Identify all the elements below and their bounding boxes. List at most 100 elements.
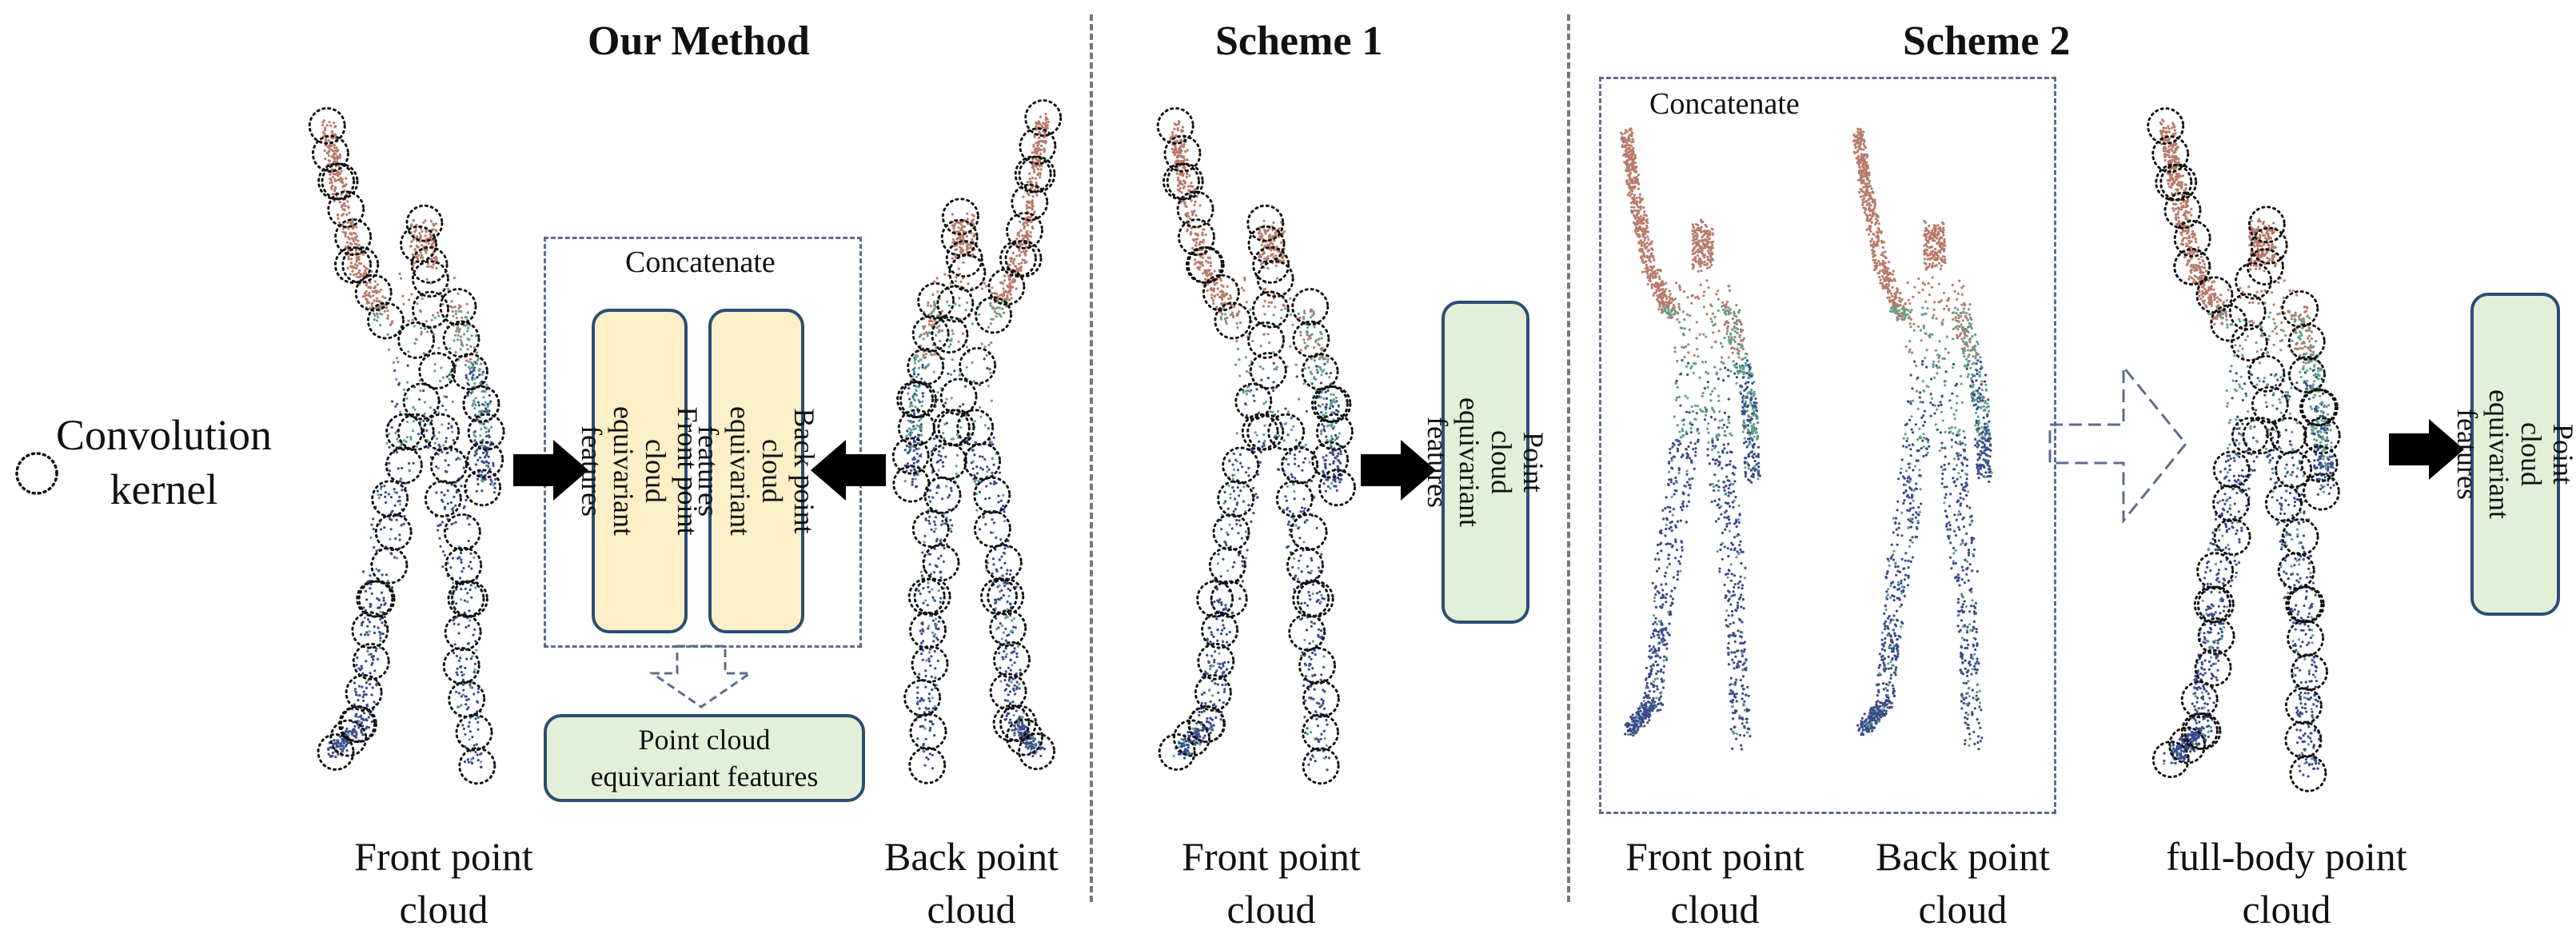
point bbox=[1303, 457, 1307, 461]
point bbox=[999, 566, 1003, 569]
point bbox=[986, 470, 989, 473]
point bbox=[469, 730, 472, 733]
point bbox=[338, 201, 341, 204]
point bbox=[481, 438, 484, 441]
point bbox=[1298, 397, 1301, 401]
point bbox=[983, 281, 986, 285]
point bbox=[1304, 699, 1307, 702]
point bbox=[385, 306, 389, 309]
point bbox=[1014, 265, 1018, 268]
point bbox=[1014, 693, 1017, 696]
point bbox=[1286, 545, 1290, 549]
point bbox=[1236, 501, 1239, 505]
point bbox=[368, 291, 371, 294]
point bbox=[1629, 171, 1633, 174]
point bbox=[375, 549, 378, 553]
point bbox=[1284, 407, 1287, 410]
point bbox=[369, 281, 372, 284]
point bbox=[1202, 709, 1206, 713]
point bbox=[341, 739, 344, 742]
point bbox=[1634, 178, 1638, 181]
point bbox=[934, 527, 937, 531]
point bbox=[1245, 393, 1249, 396]
kernel-circle bbox=[439, 288, 477, 326]
point bbox=[947, 508, 951, 511]
point bbox=[1649, 260, 1653, 263]
point bbox=[1311, 674, 1314, 677]
point bbox=[1248, 364, 1251, 367]
point bbox=[1637, 241, 1641, 245]
point bbox=[467, 326, 470, 329]
point bbox=[353, 242, 357, 245]
point bbox=[403, 388, 406, 391]
point bbox=[412, 218, 415, 222]
point bbox=[920, 653, 923, 656]
point bbox=[333, 178, 337, 181]
point bbox=[911, 483, 914, 486]
point bbox=[433, 362, 437, 366]
point bbox=[1002, 493, 1005, 497]
point bbox=[357, 720, 361, 723]
point bbox=[373, 299, 376, 302]
point bbox=[1326, 768, 1329, 772]
kernel-circle bbox=[445, 546, 483, 585]
point bbox=[1194, 261, 1198, 264]
point bbox=[465, 657, 469, 661]
point bbox=[415, 445, 418, 448]
point bbox=[914, 357, 917, 361]
point bbox=[1231, 565, 1234, 569]
point bbox=[987, 427, 990, 430]
point bbox=[1020, 261, 1023, 265]
point bbox=[413, 341, 417, 345]
point bbox=[418, 232, 421, 235]
point bbox=[1642, 231, 1645, 234]
point bbox=[972, 477, 975, 481]
point bbox=[447, 464, 450, 467]
point bbox=[1314, 338, 1318, 341]
convolution-kernels bbox=[1156, 106, 1356, 785]
kernel-circle bbox=[1210, 580, 1248, 618]
kernel-circle bbox=[1011, 183, 1049, 222]
point bbox=[373, 318, 376, 321]
point bbox=[1629, 127, 1633, 130]
point bbox=[957, 267, 960, 270]
point bbox=[1325, 403, 1328, 406]
point bbox=[409, 225, 413, 228]
point bbox=[928, 331, 931, 334]
point bbox=[1178, 147, 1181, 150]
point bbox=[356, 264, 359, 267]
point bbox=[1031, 754, 1035, 758]
point bbox=[1206, 256, 1210, 259]
point bbox=[1035, 182, 1038, 185]
point bbox=[370, 523, 373, 526]
point bbox=[973, 420, 976, 423]
point bbox=[393, 488, 396, 491]
point bbox=[470, 761, 474, 765]
point bbox=[1319, 356, 1322, 359]
point bbox=[1206, 672, 1209, 675]
point bbox=[991, 305, 995, 309]
kernel-circle bbox=[1186, 245, 1225, 284]
point bbox=[486, 403, 489, 406]
point bbox=[1219, 633, 1223, 636]
point bbox=[462, 466, 465, 469]
point bbox=[420, 253, 423, 257]
point bbox=[1322, 689, 1325, 692]
kernel-circle bbox=[352, 642, 390, 681]
point bbox=[949, 518, 952, 522]
point bbox=[1325, 454, 1328, 457]
point bbox=[949, 486, 953, 490]
point bbox=[959, 405, 962, 408]
point bbox=[373, 631, 376, 635]
point bbox=[919, 423, 923, 426]
point bbox=[936, 391, 939, 394]
point bbox=[1202, 241, 1205, 244]
point bbox=[358, 715, 362, 718]
point bbox=[473, 377, 477, 381]
point bbox=[913, 468, 916, 471]
point bbox=[481, 444, 484, 447]
point bbox=[991, 286, 994, 289]
point bbox=[1660, 297, 1663, 300]
kernel-circle bbox=[1267, 413, 1306, 451]
point bbox=[1038, 140, 1041, 143]
